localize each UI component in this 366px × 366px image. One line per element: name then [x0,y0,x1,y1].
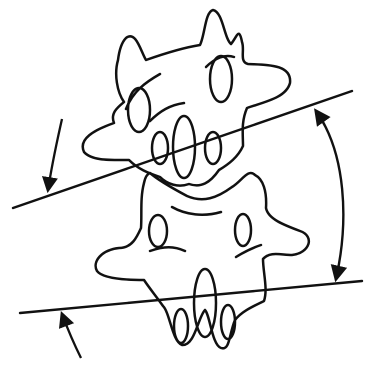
left-upper-curved-arrow [48,119,62,190]
lower-endplate-line [20,281,362,313]
cobb-angle-arc-arrow [316,111,343,279]
upper-vertebra-outline [83,10,290,186]
left-lower-curved-arrow [62,314,81,358]
lower-vertebra-outline [96,173,309,348]
upper-endplate-line [13,91,352,208]
